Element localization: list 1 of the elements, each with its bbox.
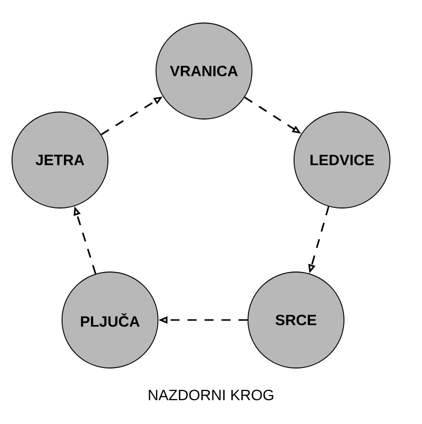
- caption: NAZDORNI KROG: [148, 390, 274, 400]
